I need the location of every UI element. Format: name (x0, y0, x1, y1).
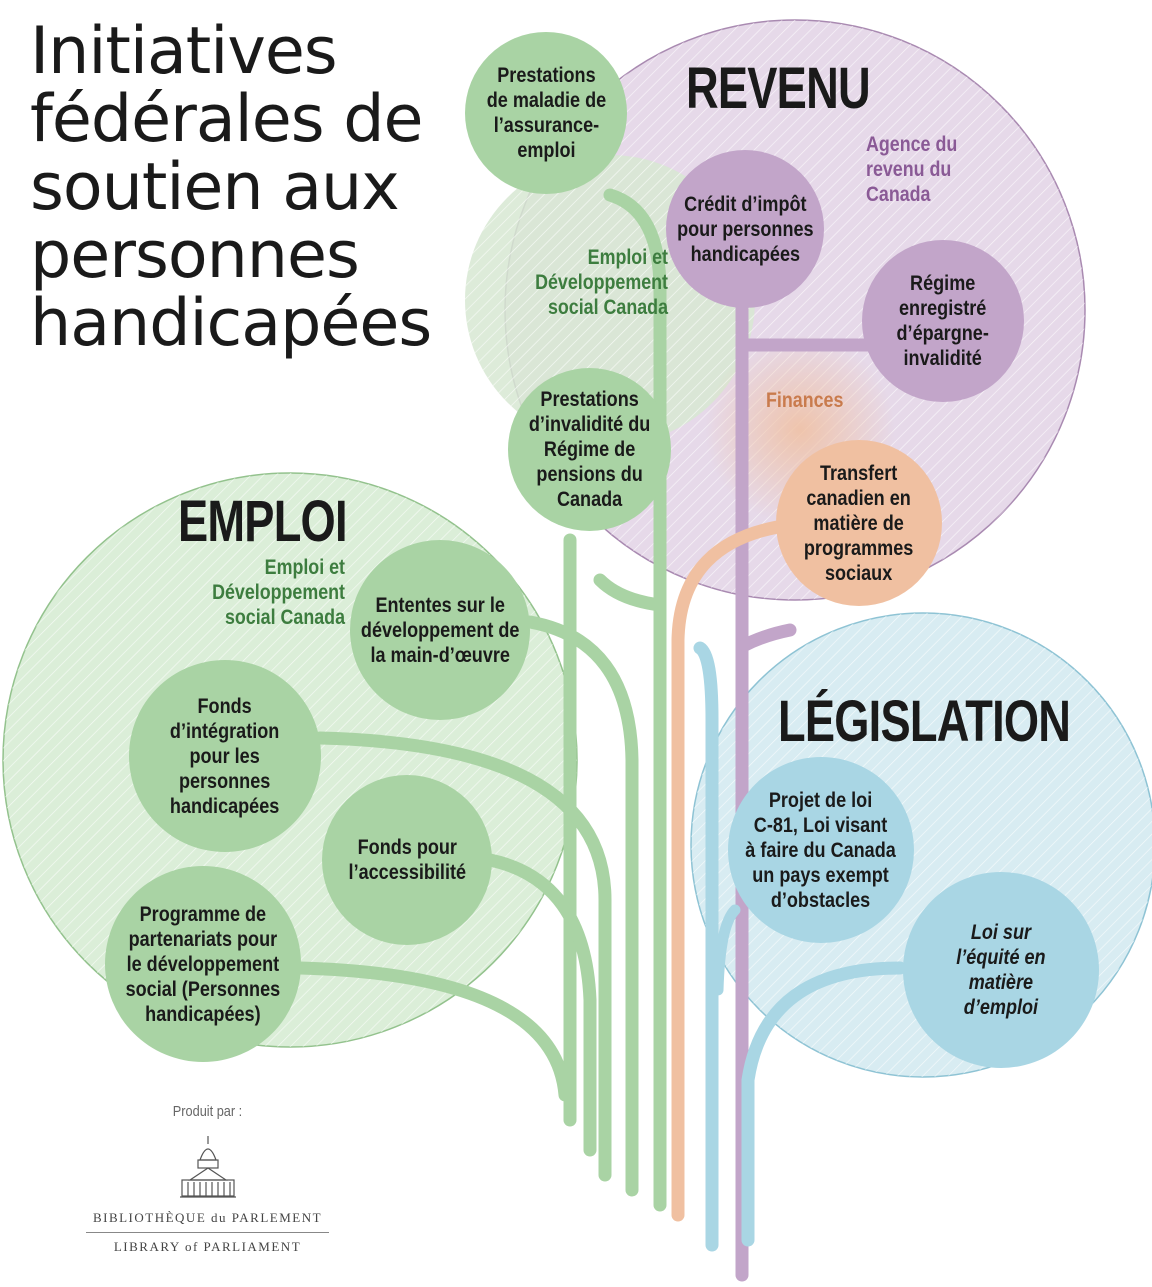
node-labour-market-agreements: Ententes sur le développement de la main… (350, 540, 530, 720)
node-line: l’assurance- (493, 114, 599, 137)
node-line: Régime (910, 272, 976, 295)
title-line: fédérales de (30, 82, 424, 157)
node-line: programmes (804, 536, 914, 560)
node-line: partenariats pour (128, 927, 278, 951)
node-line: handicapées (170, 794, 280, 818)
node-line: à faire du Canada (745, 838, 897, 862)
dept-line: social Canada (224, 606, 345, 629)
cra-department-label: Agence du revenu du Canada (866, 132, 957, 207)
node-line: la main-d’œuvre (370, 643, 510, 667)
node-line: l’accessibilité (348, 861, 466, 884)
node-line: Prestations (496, 64, 596, 87)
title-line: handicapées (30, 286, 432, 361)
node-line: d’emploi (963, 996, 1039, 1019)
node-employment-equity-act: Loi sur l’équité en matière d’emploi (903, 872, 1099, 1068)
producer-credit: Produit par : BIBLIOTHÈQUE du PARLEMENT … (80, 1103, 335, 1255)
node-line: invalidité (903, 347, 983, 370)
node-line: Projet de loi (769, 788, 873, 812)
node-line: d’invalidité du (528, 413, 651, 436)
node-line: d’obstacles (771, 888, 871, 912)
node-disability-tax-credit: Crédit d’impôt pour personnes handicapée… (666, 150, 824, 308)
library-name-en: LIBRARY of PARLIAMENT (113, 1239, 302, 1254)
dept-line: social Canada (547, 296, 668, 319)
node-line: Régime de (543, 438, 636, 461)
node-line: pour les (189, 744, 261, 768)
node-line: Ententes sur le (375, 593, 505, 617)
dept-line: Emploi et (264, 556, 345, 579)
library-name-fr: BIBLIOTHÈQUE du PARLEMENT (92, 1210, 323, 1225)
dept-line: Emploi et (587, 246, 668, 269)
node-line: enregistré (899, 297, 987, 320)
node-line: sociaux (825, 561, 893, 585)
node-line: l’équité en (956, 946, 1046, 969)
esdc-revenu-department-label: Emploi et Développement social Canada (507, 245, 668, 320)
revenu-heading: REVENU (686, 56, 871, 121)
node-ei-sickness-benefits: Prestations de maladie de l’assurance- e… (465, 32, 627, 194)
node-line: Canada (556, 488, 623, 511)
node-line: d’épargne- (896, 322, 990, 345)
title-line: personnes (30, 218, 360, 293)
dept-line: Développement (212, 581, 345, 604)
node-enabling-accessibility-fund: Fonds pour l’accessibilité (322, 775, 492, 945)
node-line: Crédit d’impôt (683, 192, 807, 216)
node-cpp-disability-benefits: Prestations d’invalidité du Régime de pe… (508, 368, 671, 531)
title-line: Initiatives (30, 14, 338, 89)
title-line: soutien aux (30, 150, 400, 225)
dept-line: Canada (866, 183, 931, 206)
node-line: personnes (179, 769, 271, 793)
node-opportunities-fund: Fonds d’intégration pour les personnes h… (129, 660, 321, 852)
node-line: matière (968, 971, 1034, 994)
node-line: Fonds (197, 694, 253, 718)
node-social-development-partnerships: Programme de partenariats pour le dévelo… (105, 866, 301, 1062)
library-building-logo-icon (179, 1136, 236, 1198)
page-title: Initiatives fédérales de soutien aux per… (30, 18, 460, 358)
node-bill-c81: Projet de loi C-81, Loi visant à faire d… (728, 757, 914, 943)
node-line: Fonds pour (357, 836, 457, 859)
node-line: social (Personnes (125, 977, 281, 1001)
node-line: C-81, Loi visant (754, 813, 888, 837)
dept-line: Agence du (866, 133, 958, 156)
dept-line: Développement (535, 271, 668, 294)
node-canada-social-transfer: Transfert canadien en matière de program… (776, 440, 942, 606)
node-line: développement de (360, 618, 520, 642)
emploi-heading: EMPLOI (178, 489, 348, 554)
node-line: emploi (516, 139, 576, 162)
finances-department-label: Finances (766, 389, 844, 412)
node-line: d’intégration (170, 719, 280, 743)
esdc-emploi-department-label: Emploi et Développement social Canada (154, 555, 345, 630)
node-line: handicapées) (145, 1002, 261, 1026)
node-line: Loi sur (970, 921, 1032, 944)
produced-by-label: Produit par : (172, 1103, 243, 1120)
node-line: Transfert (820, 461, 898, 485)
node-line: Prestations (540, 388, 639, 411)
node-line: handicapées (690, 242, 800, 266)
producer-divider (86, 1232, 329, 1233)
node-line: pensions du (536, 463, 643, 486)
node-line: pour personnes (676, 217, 814, 241)
dept-line: revenu du (866, 158, 952, 181)
node-line: un pays exempt (752, 863, 890, 887)
legislation-heading: LÉGISLATION (778, 689, 1071, 754)
node-line: Programme de (139, 902, 267, 926)
tree-branches (293, 188, 907, 1282)
node-line: de maladie de (486, 89, 606, 112)
node-rdsp: Régime enregistré d’épargne- invalidité (862, 240, 1024, 402)
node-line: canadien en (806, 486, 912, 510)
node-line: matière de (813, 511, 905, 535)
node-line: le développement (126, 952, 280, 976)
